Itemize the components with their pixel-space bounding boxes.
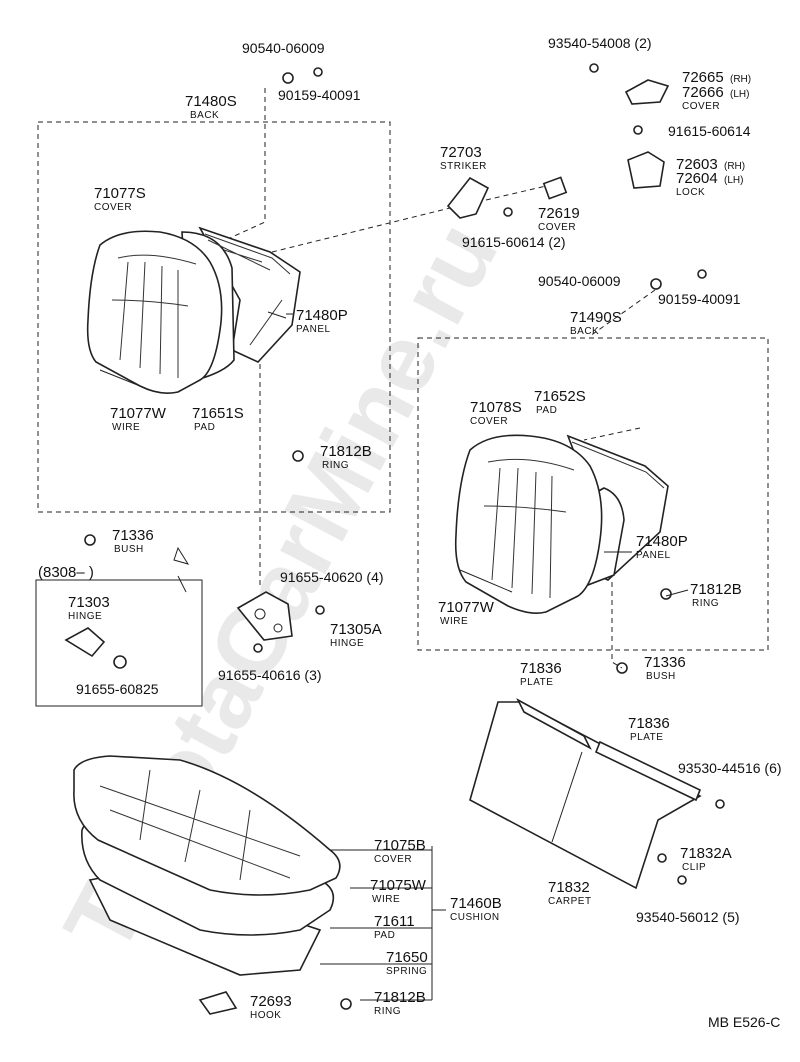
label-72665: 72665 — [682, 69, 724, 86]
label-71836-a-name: PLATE — [520, 677, 553, 688]
label-72666: 72666 — [682, 84, 724, 101]
back-right-group-frame — [417, 337, 769, 651]
label-72603: 72603 — [676, 156, 718, 173]
variant-box — [35, 579, 203, 707]
label-71303-name: HINGE — [68, 611, 102, 622]
label-71832a: 71832A — [680, 845, 732, 862]
label-71075w: 71075W — [370, 877, 427, 894]
label-variant: (8308– ) — [38, 564, 94, 581]
label-back-right-num: 71490S — [570, 309, 622, 326]
fasteners-illustration — [84, 67, 707, 1010]
label-cushion-name: CUSHION — [450, 912, 500, 923]
label-71480p-left: 71480P — [296, 307, 348, 324]
label-71812b-bottom-name: RING — [374, 1006, 401, 1017]
leader-lines — [173, 88, 689, 1001]
label-72619: 72619 — [538, 205, 580, 222]
label-71832a-name: CLIP — [682, 862, 706, 873]
label-cushion-num: 71460B — [450, 895, 502, 912]
label-71836-b: 71836 — [628, 715, 670, 732]
seat-cushion-illustration — [73, 755, 341, 1015]
label-90540-06009-left: 90540-06009 — [242, 40, 325, 56]
label-91615-60614: 91615-60614 — [668, 123, 751, 139]
label-72693: 72693 — [250, 993, 292, 1010]
label-71077w-left-name: WIRE — [112, 422, 140, 433]
hinge-71303-illustration — [64, 627, 127, 669]
label-71075w-name: WIRE — [372, 894, 400, 905]
label-71836-b-name: PLATE — [630, 732, 663, 743]
label-71650-name: SPRING — [386, 966, 427, 977]
seat-back-left-illustration — [86, 226, 301, 394]
label-71611: 71611 — [374, 913, 415, 930]
label-72665-rh: (RH) — [730, 74, 751, 85]
label-71652s-name: PAD — [536, 405, 557, 416]
label-71077w-left: 71077W — [110, 405, 167, 422]
label-71305a-name: HINGE — [330, 638, 364, 649]
label-back-left-name: BACK — [190, 110, 219, 121]
back-left-group-frame — [37, 121, 391, 513]
label-91655-40620: 91655-40620 (4) — [280, 569, 384, 585]
label-71075b-name: COVER — [374, 854, 412, 865]
label-71836-a: 71836 — [520, 660, 562, 677]
label-71077w-right: 71077W — [438, 599, 495, 616]
hinge-71305a-illustration — [236, 591, 325, 653]
label-71651s: 71651S — [192, 405, 244, 422]
label-72666-lh: (LH) — [730, 89, 749, 100]
label-71652s: 71652S — [534, 388, 586, 405]
label-71812b-right-name: RING — [692, 598, 719, 609]
label-71077s: 71077S — [94, 185, 146, 202]
label-72603-rh: (RH) — [724, 161, 745, 172]
label-71336-right: 71336 — [644, 654, 686, 671]
label-71812b-bottom: 71812B — [374, 989, 426, 1006]
label-91615-60614-2: 91615-60614 (2) — [462, 234, 566, 250]
label-71812b-left-name: RING — [322, 460, 349, 471]
label-72604: 72604 — [676, 170, 718, 187]
label-90159-40091-left: 90159-40091 — [278, 87, 361, 103]
label-93530-44516: 93530-44516 (6) — [678, 760, 782, 776]
label-90159-40091-right: 90159-40091 — [658, 291, 741, 307]
label-72604-lh: (LH) — [724, 175, 743, 186]
label-72703-name: STRIKER — [440, 161, 487, 172]
label-71077w-right-name: WIRE — [440, 616, 468, 627]
label-71832-name: CARPET — [548, 896, 592, 907]
seat-back-right-illustration — [454, 434, 669, 614]
carpet-illustration — [469, 698, 725, 890]
label-71305a: 71305A — [330, 621, 382, 638]
label-90540-06009-right: 90540-06009 — [538, 273, 621, 289]
label-71480p-right: 71480P — [636, 533, 688, 550]
label-72619-name: COVER — [538, 222, 576, 233]
label-71611-name: PAD — [374, 930, 395, 941]
label-71077s-name: COVER — [94, 202, 132, 213]
label-72703: 72703 — [440, 144, 482, 161]
label-71480p-right-name: PANEL — [636, 550, 671, 561]
label-93540-56012: 93540-56012 (5) — [636, 909, 740, 925]
label-71480p-left-name: PANEL — [296, 324, 331, 335]
footer-code: MB E526-C — [708, 1014, 780, 1030]
label-71812b-right: 71812B — [690, 581, 742, 598]
label-back-right-name: BACK — [570, 326, 599, 337]
striker-illustration — [446, 176, 568, 219]
label-71336-left-name: BUSH — [114, 544, 144, 555]
label-91655-40616: 91655-40616 (3) — [218, 667, 322, 683]
label-back-left-num: 71480S — [185, 93, 237, 110]
label-71078s: 71078S — [470, 399, 522, 416]
label-71075b: 71075B — [374, 837, 426, 854]
label-71812b-left: 71812B — [320, 443, 372, 460]
label-71078s-name: COVER — [470, 416, 508, 427]
part-labels: 90540-06009 90159-40091 71480S BACK 7107… — [38, 35, 782, 1030]
label-lock-name: LOCK — [676, 187, 705, 198]
label-71832: 71832 — [548, 879, 590, 896]
label-71336-right-name: BUSH — [646, 671, 676, 682]
label-lock-cover-name: COVER — [682, 101, 720, 112]
label-93540-54008: 93540-54008 (2) — [548, 35, 652, 51]
label-71336-left: 71336 — [112, 527, 154, 544]
lock-cover-illustration — [589, 63, 670, 189]
label-71650: 71650 — [386, 949, 428, 966]
label-71651s-name: PAD — [194, 422, 215, 433]
label-91655-60825: 91655-60825 — [76, 681, 159, 697]
label-71303: 71303 — [68, 594, 110, 611]
label-72693-name: HOOK — [250, 1010, 281, 1021]
